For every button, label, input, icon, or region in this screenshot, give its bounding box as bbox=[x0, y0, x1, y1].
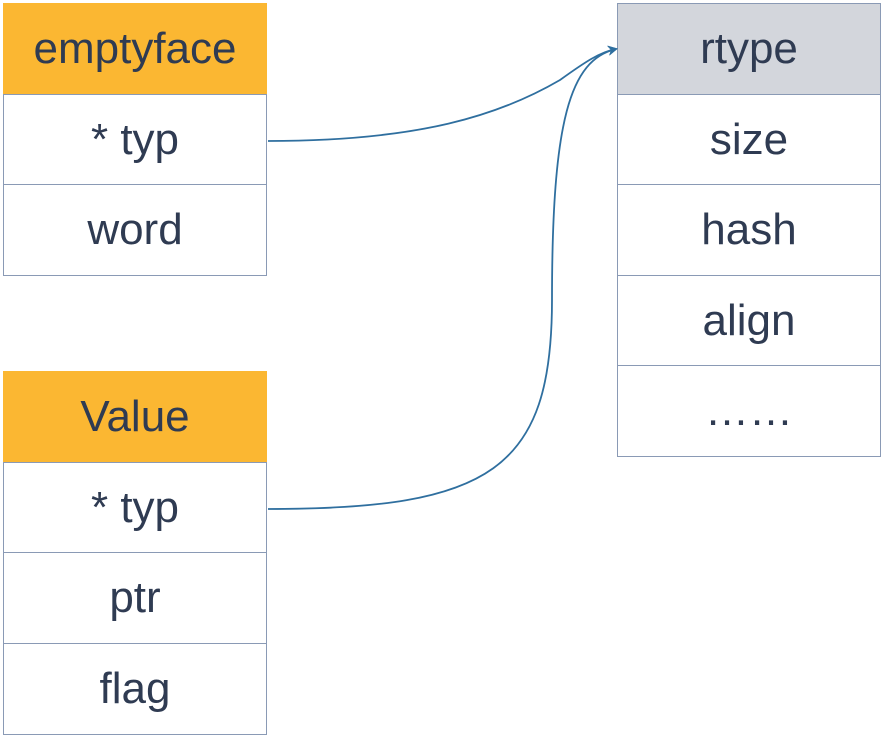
rtype-field-size: size bbox=[617, 93, 881, 186]
value-struct: Value * typ ptr flag bbox=[3, 371, 267, 735]
rtype-header: rtype bbox=[617, 3, 881, 95]
emptyface-field-typ: * typ bbox=[3, 93, 267, 186]
value-field-typ: * typ bbox=[3, 461, 267, 554]
value-field-ptr: ptr bbox=[3, 552, 267, 644]
rtype-field-hash: hash bbox=[617, 184, 881, 276]
emptyface-header: emptyface bbox=[3, 3, 267, 95]
rtype-struct: rtype size hash align …… bbox=[617, 3, 881, 457]
value-field-flag: flag bbox=[3, 642, 267, 735]
rtype-field-ellipsis: …… bbox=[617, 365, 881, 457]
emptyface-field-word: word bbox=[3, 184, 267, 276]
arrow-emptyface-typ-to-rtype bbox=[267, 45, 618, 142]
arrow-value-typ-to-rtype bbox=[267, 46, 618, 510]
value-header: Value bbox=[3, 371, 267, 463]
rtype-field-align: align bbox=[617, 274, 881, 367]
emptyface-struct: emptyface * typ word bbox=[3, 3, 267, 276]
